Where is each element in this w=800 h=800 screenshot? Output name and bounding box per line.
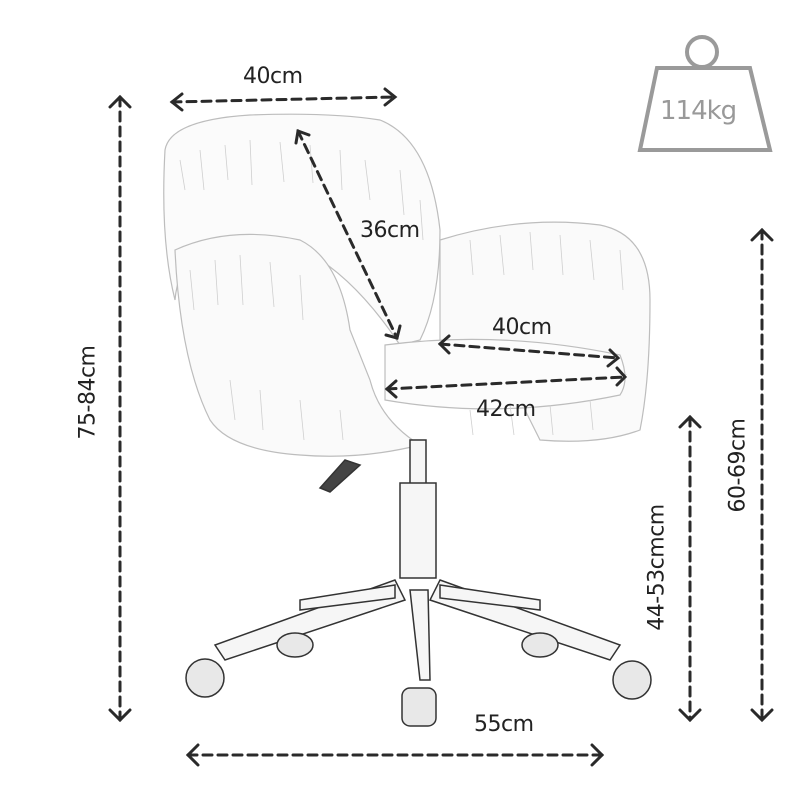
backrest-height-label: 36cm bbox=[360, 218, 420, 243]
chair-base bbox=[185, 439, 652, 727]
armrest-height-label: 60-69cm bbox=[725, 418, 751, 513]
seat-depth-label: 40cm bbox=[492, 315, 552, 340]
seat-height-label: 44-53cmcm bbox=[644, 504, 670, 631]
base-width-label: 55cm bbox=[474, 712, 534, 737]
dimension-arrows bbox=[108, 87, 774, 767]
backrest-width-label: 40cm bbox=[243, 64, 303, 89]
seat-width-label: 42cm bbox=[476, 397, 536, 422]
chair-illustration bbox=[163, 113, 651, 457]
total-height-label: 75-84cm bbox=[75, 345, 101, 440]
weight-label: 114kg bbox=[660, 96, 737, 126]
weight-icon bbox=[637, 35, 773, 152]
